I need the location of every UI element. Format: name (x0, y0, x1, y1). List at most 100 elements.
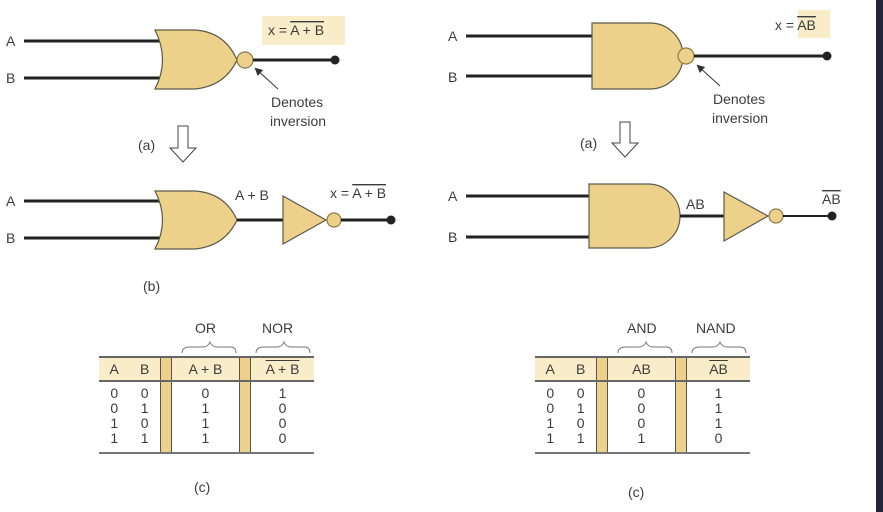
inversion-arrow (254, 67, 279, 90)
cell: 1 (201, 400, 210, 416)
cell: 0 (576, 385, 585, 401)
caption-b: (b) (143, 278, 160, 294)
cell: 0 (201, 385, 210, 401)
cell: 1 (546, 415, 555, 431)
and-group-label: AND (627, 320, 657, 336)
cell: 0 (546, 400, 555, 416)
column-separator (238, 416, 252, 431)
cell: 0 (110, 400, 119, 416)
nor-brace (255, 340, 311, 354)
cell: 0 (546, 385, 555, 401)
column-separator (595, 356, 608, 382)
inverter-triangle (282, 194, 328, 246)
column-separator (674, 356, 688, 382)
cell: 0 (637, 400, 646, 416)
inversion-note-line2: inversion (712, 110, 768, 126)
caption-a: (a) (580, 135, 597, 151)
nand-table-caption: (c) (628, 484, 645, 500)
or-plus-inverter-diagram: A B A + B x = A + B (b) (6, 185, 396, 294)
nand-output-expr: x = AB (775, 17, 816, 33)
inversion-bubble (236, 51, 254, 69)
cell: 1 (171, 431, 240, 454)
cell: 0 (637, 415, 646, 431)
or-gate-shape (154, 190, 238, 250)
col-b: B (129, 356, 161, 382)
cell: 0 (686, 431, 750, 454)
column-separator (159, 431, 172, 454)
mid-label: A + B (235, 187, 269, 203)
column-separator (159, 416, 172, 431)
cell: 0 (140, 415, 149, 431)
cell: 0 (250, 431, 314, 454)
b-output-expr: AB (822, 191, 841, 207)
output-expr-highlight (262, 16, 345, 45)
inversion-bubble (768, 208, 784, 224)
b-input-a-label: A (448, 188, 458, 204)
b-input-a-label: A (6, 193, 16, 209)
group-braces (181, 340, 747, 354)
mid-label: AB (686, 196, 705, 212)
cell: 1 (714, 400, 723, 416)
right-edge-strip (876, 0, 883, 512)
and-brace (617, 340, 673, 354)
col-and: AB (607, 356, 676, 382)
column-separator (159, 356, 172, 382)
nand-input-b-label: B (448, 69, 457, 85)
table-row: 1 0 1 0 (99, 416, 314, 431)
cell: 1 (535, 431, 566, 454)
or-brace (181, 340, 237, 354)
cell: 1 (576, 400, 585, 416)
output-terminal (827, 211, 837, 221)
cell: 1 (278, 385, 287, 401)
column-separator (674, 401, 688, 416)
column-separator (674, 431, 688, 454)
col-nor: A + B (250, 356, 314, 382)
and-gate-shape (588, 183, 681, 249)
nor-output-expr: x = A + B (268, 22, 324, 38)
col-a: A (99, 356, 130, 382)
output-expr-highlight (798, 10, 830, 38)
caption-a: (a) (138, 137, 155, 153)
or-group-label: OR (195, 320, 216, 336)
column-separator (238, 381, 252, 401)
and-plus-inverter-diagram: A B AB AB (448, 183, 841, 249)
b-input-b-label: B (448, 229, 457, 245)
table-row: 0 0 0 1 (99, 381, 314, 401)
nor-table-caption: (c) (194, 479, 211, 495)
cell: 1 (110, 415, 119, 431)
nand-group-label: NAND (696, 320, 736, 336)
nand-brace (691, 340, 747, 354)
cell: 1 (201, 415, 210, 431)
column-separator (238, 356, 252, 382)
cell: 0 (278, 415, 287, 431)
inversion-arrow (696, 64, 721, 87)
nor-input-a-label: A (6, 33, 16, 49)
cell: 1 (607, 431, 676, 454)
cell: 1 (714, 415, 723, 431)
column-separator (674, 416, 688, 431)
and-gate-shape (591, 22, 684, 90)
col-or: A + B (171, 356, 240, 382)
table-header-row: A B A + B A + B (99, 356, 314, 382)
column-separator (159, 381, 172, 401)
b-input-b-label: B (6, 230, 15, 246)
cell: 0 (110, 385, 119, 401)
inversion-bubble (677, 47, 695, 65)
inversion-note-line1: Denotes (271, 94, 323, 110)
or-gate-shape (154, 29, 238, 90)
output-terminal (386, 215, 396, 225)
col-b: B (565, 356, 597, 382)
cell: 0 (140, 385, 149, 401)
cell: 1 (714, 385, 723, 401)
nor-header-text: A + B (265, 361, 300, 377)
column-separator (238, 431, 252, 454)
cell: 1 (140, 400, 149, 416)
column-separator (159, 401, 172, 416)
